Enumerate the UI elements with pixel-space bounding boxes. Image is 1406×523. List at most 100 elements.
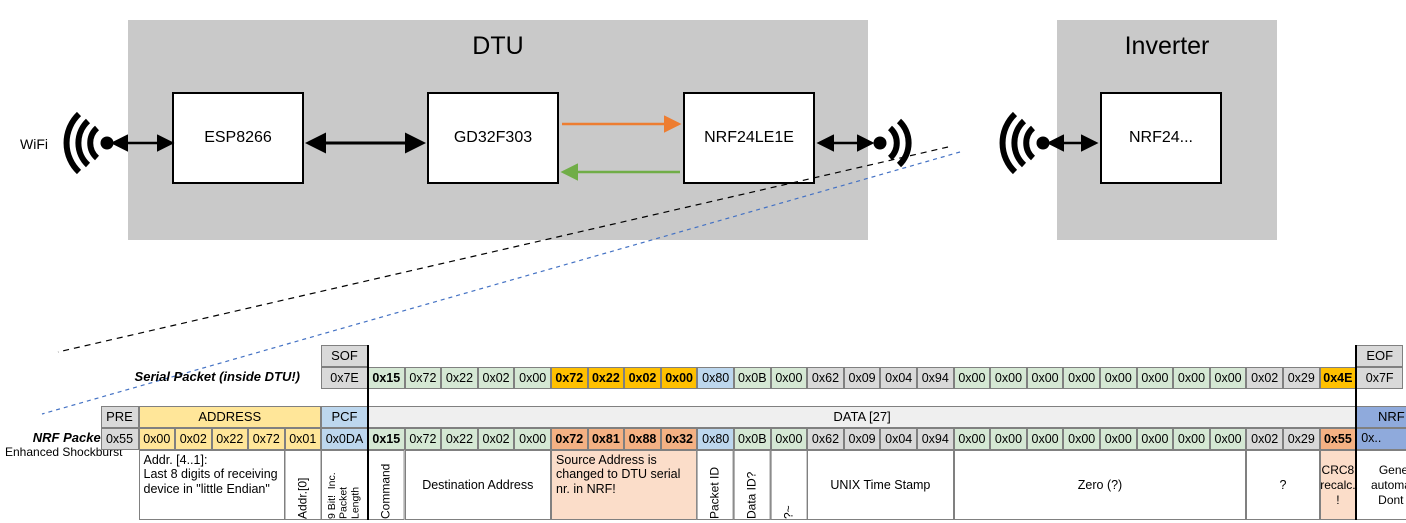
nrf-byte-10: 0x0B xyxy=(734,428,771,450)
chip-gd32f303-label: GD32F303 xyxy=(453,129,533,146)
nrf-address-byte-3: 0x72 xyxy=(248,428,285,450)
inverter-container: Inverter xyxy=(1057,20,1277,240)
nrf-byte-24: 0x02 xyxy=(1246,428,1283,450)
chip-nrf24le1e-label: NRF24LE1E xyxy=(704,129,794,146)
serial-byte-7: 0x02 xyxy=(624,367,661,389)
serial-byte-20: 0x00 xyxy=(1100,367,1137,389)
serial-byte-9: 0x80 xyxy=(697,367,734,389)
desc-destination: Destination Address xyxy=(404,450,551,520)
nrf-byte-7: 0x88 xyxy=(624,428,661,450)
nrf-byte-9: 0x80 xyxy=(697,428,734,450)
serial-byte-1: 0x72 xyxy=(404,367,442,389)
nrf-address-byte-4: 0x01 xyxy=(284,428,321,450)
serial-byte-2: 0x22 xyxy=(441,367,478,389)
nrf-byte-18: 0x00 xyxy=(1026,428,1064,450)
desc-addr0: Addr.[0] xyxy=(284,450,321,520)
chip-nrf24: NRF24... xyxy=(1100,92,1222,184)
nrf-byte-0: 0x15 xyxy=(368,428,405,450)
desc-zero: Zero (?) xyxy=(953,450,1247,520)
serial-eof-header: EOF xyxy=(1356,345,1404,367)
nrf-byte-20: 0x00 xyxy=(1100,428,1137,450)
chip-gd32f303: GD32F303 xyxy=(427,92,559,184)
nrf-byte-11: 0x00 xyxy=(770,428,808,450)
chip-esp8266-label: ESP8266 xyxy=(204,129,272,146)
serial-byte-6: 0x22 xyxy=(587,367,625,389)
nrf-byte-3: 0x02 xyxy=(477,428,515,450)
serial-byte-4: 0x00 xyxy=(514,367,551,389)
nrf-byte-1: 0x72 xyxy=(404,428,442,450)
nrf-data-header: DATA [27] xyxy=(368,406,1357,428)
nrf-byte-14: 0x04 xyxy=(880,428,917,450)
nrf-byte-23: 0x00 xyxy=(1209,428,1247,450)
nrf-pre-header: PRE xyxy=(100,406,139,428)
desc-unix-timestamp: UNIX Time Stamp xyxy=(807,450,954,520)
serial-byte-15: 0x94 xyxy=(917,367,954,389)
nrf-byte-25: 0x29 xyxy=(1283,428,1320,450)
nrf-byte-5: 0x72 xyxy=(551,428,588,450)
nrf-crc-header: NRF CRC xyxy=(1356,406,1406,428)
nrf-byte-19: 0x00 xyxy=(1063,428,1100,450)
chip-esp8266: ESP8266 xyxy=(172,92,304,184)
serial-byte-16: 0x00 xyxy=(953,367,991,389)
shockburst-label: Enhanced Shockburst xyxy=(5,445,123,459)
nrf-byte-13: 0x09 xyxy=(843,428,881,450)
inverter-title: Inverter xyxy=(1124,32,1210,60)
serial-byte-17: 0x00 xyxy=(990,367,1027,389)
serial-eof-value: 0x7F xyxy=(1356,367,1404,389)
desc-crc-note: Generatedautomatically.Dont Care! xyxy=(1356,450,1406,520)
rf-antenna-icon-inverter xyxy=(999,111,1050,175)
serial-byte-13: 0x09 xyxy=(843,367,881,389)
nrf-byte-2: 0x22 xyxy=(441,428,478,450)
serial-byte-0: 0x15 xyxy=(368,367,405,389)
serial-sof-value: 0x7E xyxy=(321,367,368,389)
nrf-pre-value: 0x55 xyxy=(100,428,139,450)
boundary-payload-end xyxy=(1355,345,1358,520)
wifi-antenna-icon xyxy=(63,111,114,175)
nrf-address-byte-0: 0x00 xyxy=(138,428,175,450)
serial-byte-24: 0x02 xyxy=(1246,367,1283,389)
nrf-packet-label: NRF Packet xyxy=(32,430,105,445)
nrf-byte-6: 0x81 xyxy=(587,428,625,450)
nrf-address-header: ADDRESS xyxy=(138,406,321,428)
nrf-crc-value-0: 0x.. xyxy=(1356,428,1406,450)
serial-byte-12: 0x62 xyxy=(807,367,844,389)
serial-packet-label: Serial Packet (inside DTU!) xyxy=(134,369,300,384)
serial-byte-3: 0x02 xyxy=(477,367,515,389)
nrf-address-byte-2: 0x22 xyxy=(211,428,248,450)
serial-byte-19: 0x00 xyxy=(1063,367,1100,389)
desc-command: Command xyxy=(368,450,405,520)
nrf-byte-26: 0x55 xyxy=(1319,428,1357,450)
nrf-pcf-header: PCF xyxy=(321,406,368,428)
wifi-label: WiFi xyxy=(20,136,48,152)
chip-nrf24-label: NRF24... xyxy=(1128,129,1193,146)
rf-antenna-icon-dtu xyxy=(873,118,912,168)
serial-byte-18: 0x00 xyxy=(1026,367,1064,389)
nrf-byte-21: 0x00 xyxy=(1136,428,1174,450)
serial-byte-11: 0x00 xyxy=(770,367,808,389)
dtu-title: DTU xyxy=(472,32,524,60)
nrf-byte-16: 0x00 xyxy=(953,428,991,450)
nrf-byte-8: 0x32 xyxy=(660,428,698,450)
serial-byte-22: 0x00 xyxy=(1173,367,1210,389)
serial-byte-14: 0x04 xyxy=(880,367,917,389)
nrf-byte-12: 0x62 xyxy=(807,428,844,450)
desc-pcf: 9 Bit! Inc. Packet Length xyxy=(321,450,368,520)
serial-byte-23: 0x00 xyxy=(1209,367,1247,389)
serial-byte-25: 0x29 xyxy=(1283,367,1320,389)
nrf-byte-22: 0x00 xyxy=(1173,428,1210,450)
serial-byte-21: 0x00 xyxy=(1136,367,1174,389)
desc-tilde: ?~ xyxy=(770,450,808,520)
desc-data-id: Data ID? xyxy=(734,450,771,520)
serial-byte-5: 0x72 xyxy=(551,367,588,389)
desc-question: ? xyxy=(1246,450,1320,520)
nrf-byte-4: 0x00 xyxy=(514,428,551,450)
serial-byte-10: 0x0B xyxy=(734,367,771,389)
nrf-pcf-value: 0x0DA xyxy=(321,428,368,450)
boundary-payload-start xyxy=(367,345,369,520)
serial-byte-8: 0x00 xyxy=(660,367,698,389)
desc-packet-id: Packet ID xyxy=(697,450,734,520)
serial-sof-header: SOF xyxy=(321,345,368,367)
nrf-byte-15: 0x94 xyxy=(917,428,954,450)
